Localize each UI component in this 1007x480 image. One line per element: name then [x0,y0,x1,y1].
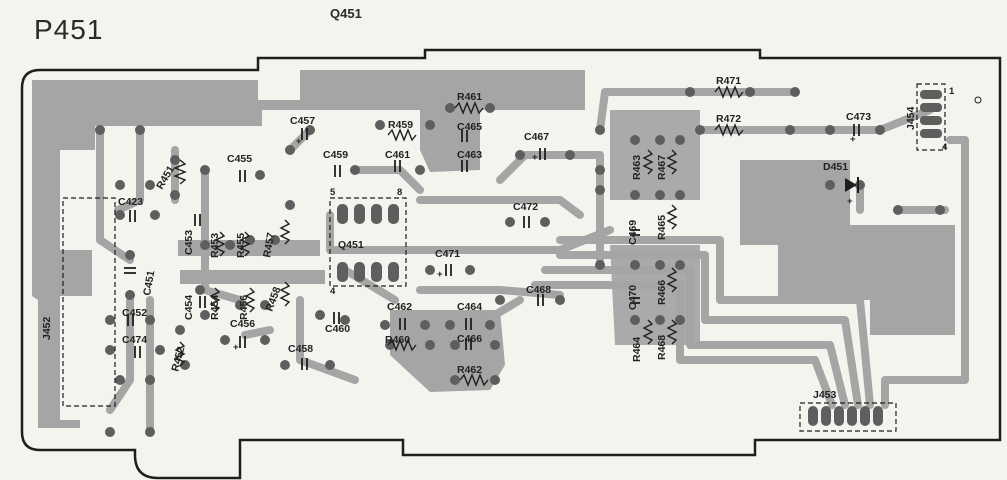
label-r460: R460 [385,334,410,346]
label-c423: C423 [118,196,143,208]
label-r463: R463 [631,155,643,180]
board-outline [20,48,1002,480]
label-r453: R453 [209,233,221,258]
pin-label-4: 4 [330,286,336,297]
label-c464: C464 [457,301,482,313]
j454-pin-label-1: 1 [949,86,955,97]
label-r456: R456 [238,295,250,320]
label-c467: C467 [524,131,549,143]
label-j452: J452 [41,316,53,340]
label-r462: R462 [457,364,482,376]
label-r455: R455 [235,233,247,258]
polarity-marks: + + + + + + [233,134,856,353]
label-r458: R458 [264,285,284,313]
label-r468: R468 [656,335,668,360]
ic-q451-outline [329,197,407,287]
label-j453: J453 [813,389,837,401]
diode-d451-symbol [845,177,859,193]
label-c457: C457 [290,115,315,127]
plus-mark: + [847,196,853,207]
plus-mark: + [296,136,302,147]
label-c459: C459 [323,149,348,161]
label-r454: R454 [209,295,221,320]
label-c461: C461 [385,149,410,161]
label-c473: C473 [846,111,871,123]
label-c466: C466 [457,333,482,345]
label-c462: C462 [387,301,412,313]
label-c460: C460 [325,323,350,335]
plus-mark: + [850,134,856,145]
label-c472: C472 [513,201,538,213]
connector-j452-outline [62,197,116,407]
label-c454: C454 [183,295,195,320]
label-r466: R466 [656,280,668,305]
plus-mark: + [437,269,443,280]
label-r467: R467 [656,155,668,180]
label-q451: Q451 [338,239,364,251]
connector-j454-outline [916,83,946,151]
connector-j453-outline [799,402,897,432]
label-d451: D451 [823,161,848,173]
label-r464: R464 [631,337,643,362]
label-c469: C469 [627,220,639,245]
label-r472: R472 [716,113,741,125]
plus-mark: + [233,342,239,353]
label-c451: C451 [141,270,157,297]
component-labels: R471 R472 C473 D451 R461 R459 C465 C461 … [118,75,871,401]
label-c452: C452 [122,307,147,319]
connector-j453-pins [808,406,883,426]
j454-pin-label-4: 4 [942,142,948,153]
label-j454: J454 [905,106,917,130]
label-r461: R461 [457,91,482,103]
ic-reference-header: Q451 [330,6,362,21]
label-c468: C468 [526,284,551,296]
label-c455: C455 [227,153,252,165]
label-r457: R457 [261,232,277,259]
label-r459: R459 [388,119,413,131]
ic-q451-pins [337,204,399,282]
label-c456: C456 [230,318,255,330]
label-r465: R465 [656,215,668,240]
resistor-symbols [173,85,744,387]
label-c470: C470 [627,285,639,310]
capacitor-symbols [124,124,860,370]
label-c471: C471 [435,248,460,260]
connector-j454-pins [920,90,942,138]
label-r471: R471 [716,75,741,87]
label-c474: C474 [122,334,147,346]
mounting-hole [974,96,982,104]
label-c453: C453 [183,230,195,255]
ic-pin-labels: 5 8 4 1 4 [330,86,955,297]
pads [95,87,945,437]
board-title: P451 [34,14,104,45]
label-c463: C463 [457,149,482,161]
plus-mark: + [532,152,538,163]
pin-label-5: 5 [330,187,336,198]
label-c465: C465 [457,121,482,133]
pin-label-8: 8 [397,187,402,198]
label-c458: C458 [288,343,313,355]
